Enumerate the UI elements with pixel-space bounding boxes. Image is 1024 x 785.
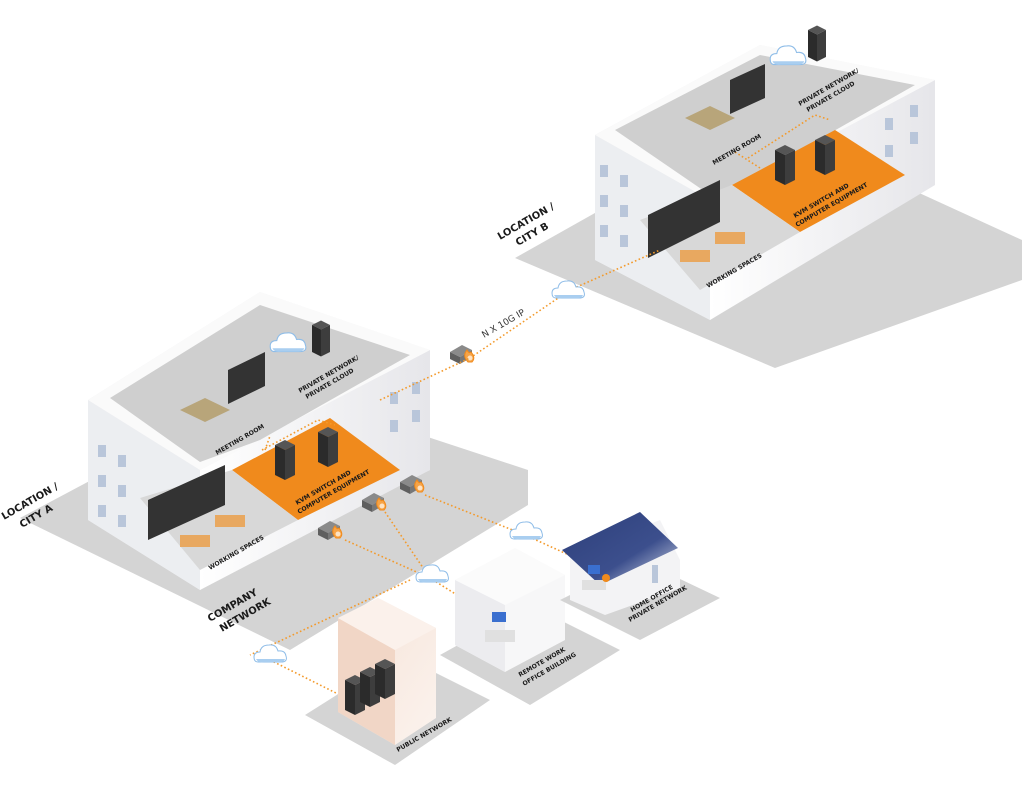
workstation-icon (180, 515, 245, 547)
workstation-icon (582, 565, 610, 590)
site-home-office: HOME OFFICE PRIVATE NETWORK (560, 512, 720, 640)
kvm-zone-city-a (232, 418, 400, 520)
building-city-b: MEETING ROOM PRIVATE NETWORK/ PRIVATE CL… (496, 25, 1022, 368)
site-public-network: PUBLIC NETWORK (305, 598, 490, 765)
video-wall-icon (148, 465, 225, 540)
meeting-table-icon (180, 398, 230, 422)
meeting-table-icon (685, 106, 735, 130)
video-wall-icon (648, 180, 720, 258)
building-city-a: MEETING ROOM PRIVATE NETWORK/ PRIVATE CL… (0, 292, 528, 650)
workstation-icon (680, 232, 745, 262)
cloud-icon (253, 644, 287, 663)
workstation-icon (485, 612, 515, 642)
cloud-icon (509, 521, 543, 540)
firewall-icon (449, 344, 475, 365)
server-rack-icon (775, 145, 795, 185)
server-rack-icon (275, 440, 295, 480)
kvm-zone-city-b (732, 130, 905, 232)
site-remote-office: REMOTE WORK OFFICE BUILDING (440, 548, 620, 705)
